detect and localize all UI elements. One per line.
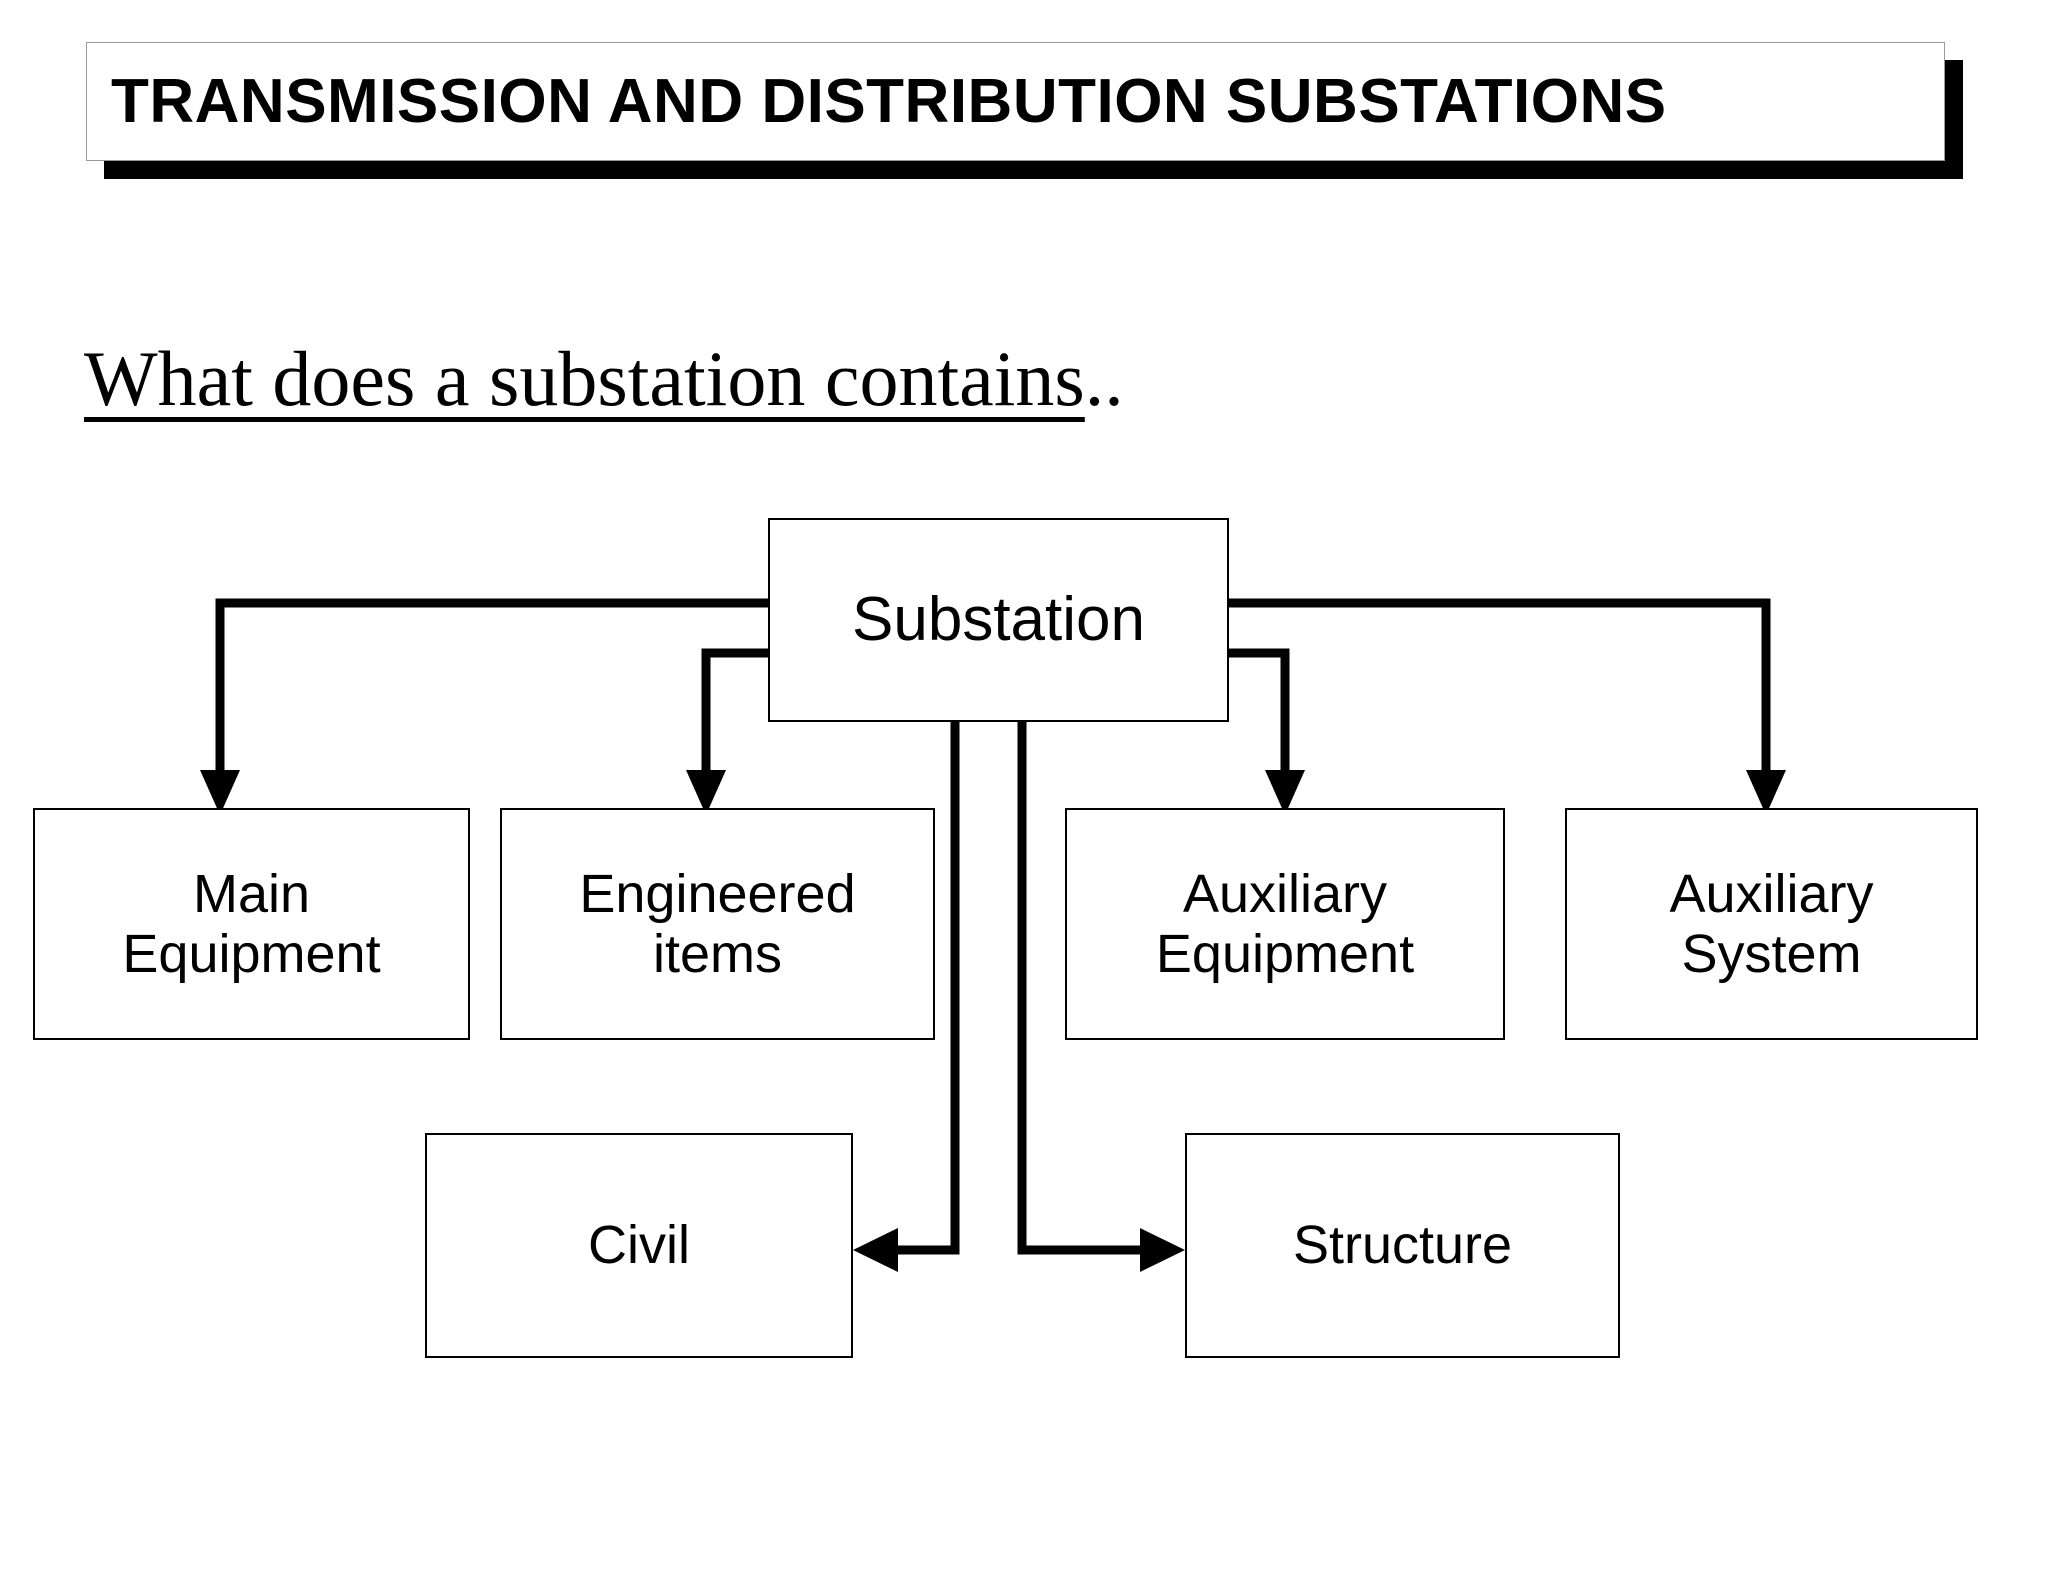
node-civil-label: Civil bbox=[588, 1215, 690, 1276]
node-main-equipment[interactable]: Main Equipment bbox=[33, 808, 470, 1040]
node-auxiliary-equipment-label: Auxiliary Equipment bbox=[1156, 864, 1414, 985]
node-engineered-items-label: Engineered items bbox=[579, 864, 855, 985]
node-civil[interactable]: Civil bbox=[425, 1133, 853, 1358]
node-substation-label: Substation bbox=[852, 585, 1145, 655]
arrowhead-structure bbox=[1140, 1228, 1185, 1272]
node-label-line1: Auxiliary bbox=[1182, 863, 1388, 924]
node-auxiliary-system-label: Auxiliary System bbox=[1669, 864, 1873, 985]
connector-auxiliary-system bbox=[1229, 598, 1771, 788]
node-structure-label: Structure bbox=[1292, 1215, 1513, 1276]
node-label-line2: System bbox=[1681, 924, 1862, 984]
title-banner: TRANSMISSION AND DISTRIBUTION SUBSTATION… bbox=[86, 42, 1945, 161]
node-label-line1: Main bbox=[192, 863, 311, 924]
subtitle: What does a substation contains.. bbox=[84, 338, 1124, 420]
node-label-line1: Auxiliary bbox=[1669, 863, 1874, 924]
node-auxiliary-system[interactable]: Auxiliary System bbox=[1565, 808, 1978, 1040]
connector-main-equipment bbox=[215, 598, 768, 788]
node-structure[interactable]: Structure bbox=[1185, 1133, 1620, 1358]
node-label-line2: Equipment bbox=[122, 924, 381, 984]
subtitle-trailing-dots: .. bbox=[1084, 335, 1124, 422]
node-auxiliary-equipment[interactable]: Auxiliary Equipment bbox=[1065, 808, 1505, 1040]
node-label-line2: Equipment bbox=[1155, 924, 1415, 984]
node-main-equipment-label: Main Equipment bbox=[122, 864, 380, 985]
arrowhead-civil bbox=[853, 1228, 898, 1272]
node-substation[interactable]: Substation bbox=[768, 518, 1229, 722]
node-engineered-items[interactable]: Engineered items bbox=[500, 808, 935, 1040]
node-label-line2: items bbox=[652, 924, 782, 984]
connector-engineered-items bbox=[701, 648, 768, 788]
subtitle-underlined-text: What does a substation contains bbox=[84, 335, 1085, 422]
page-title: TRANSMISSION AND DISTRIBUTION SUBSTATION… bbox=[111, 66, 1667, 136]
node-label-line1: Engineered bbox=[579, 863, 856, 924]
connector-auxiliary-equipment bbox=[1229, 648, 1290, 788]
